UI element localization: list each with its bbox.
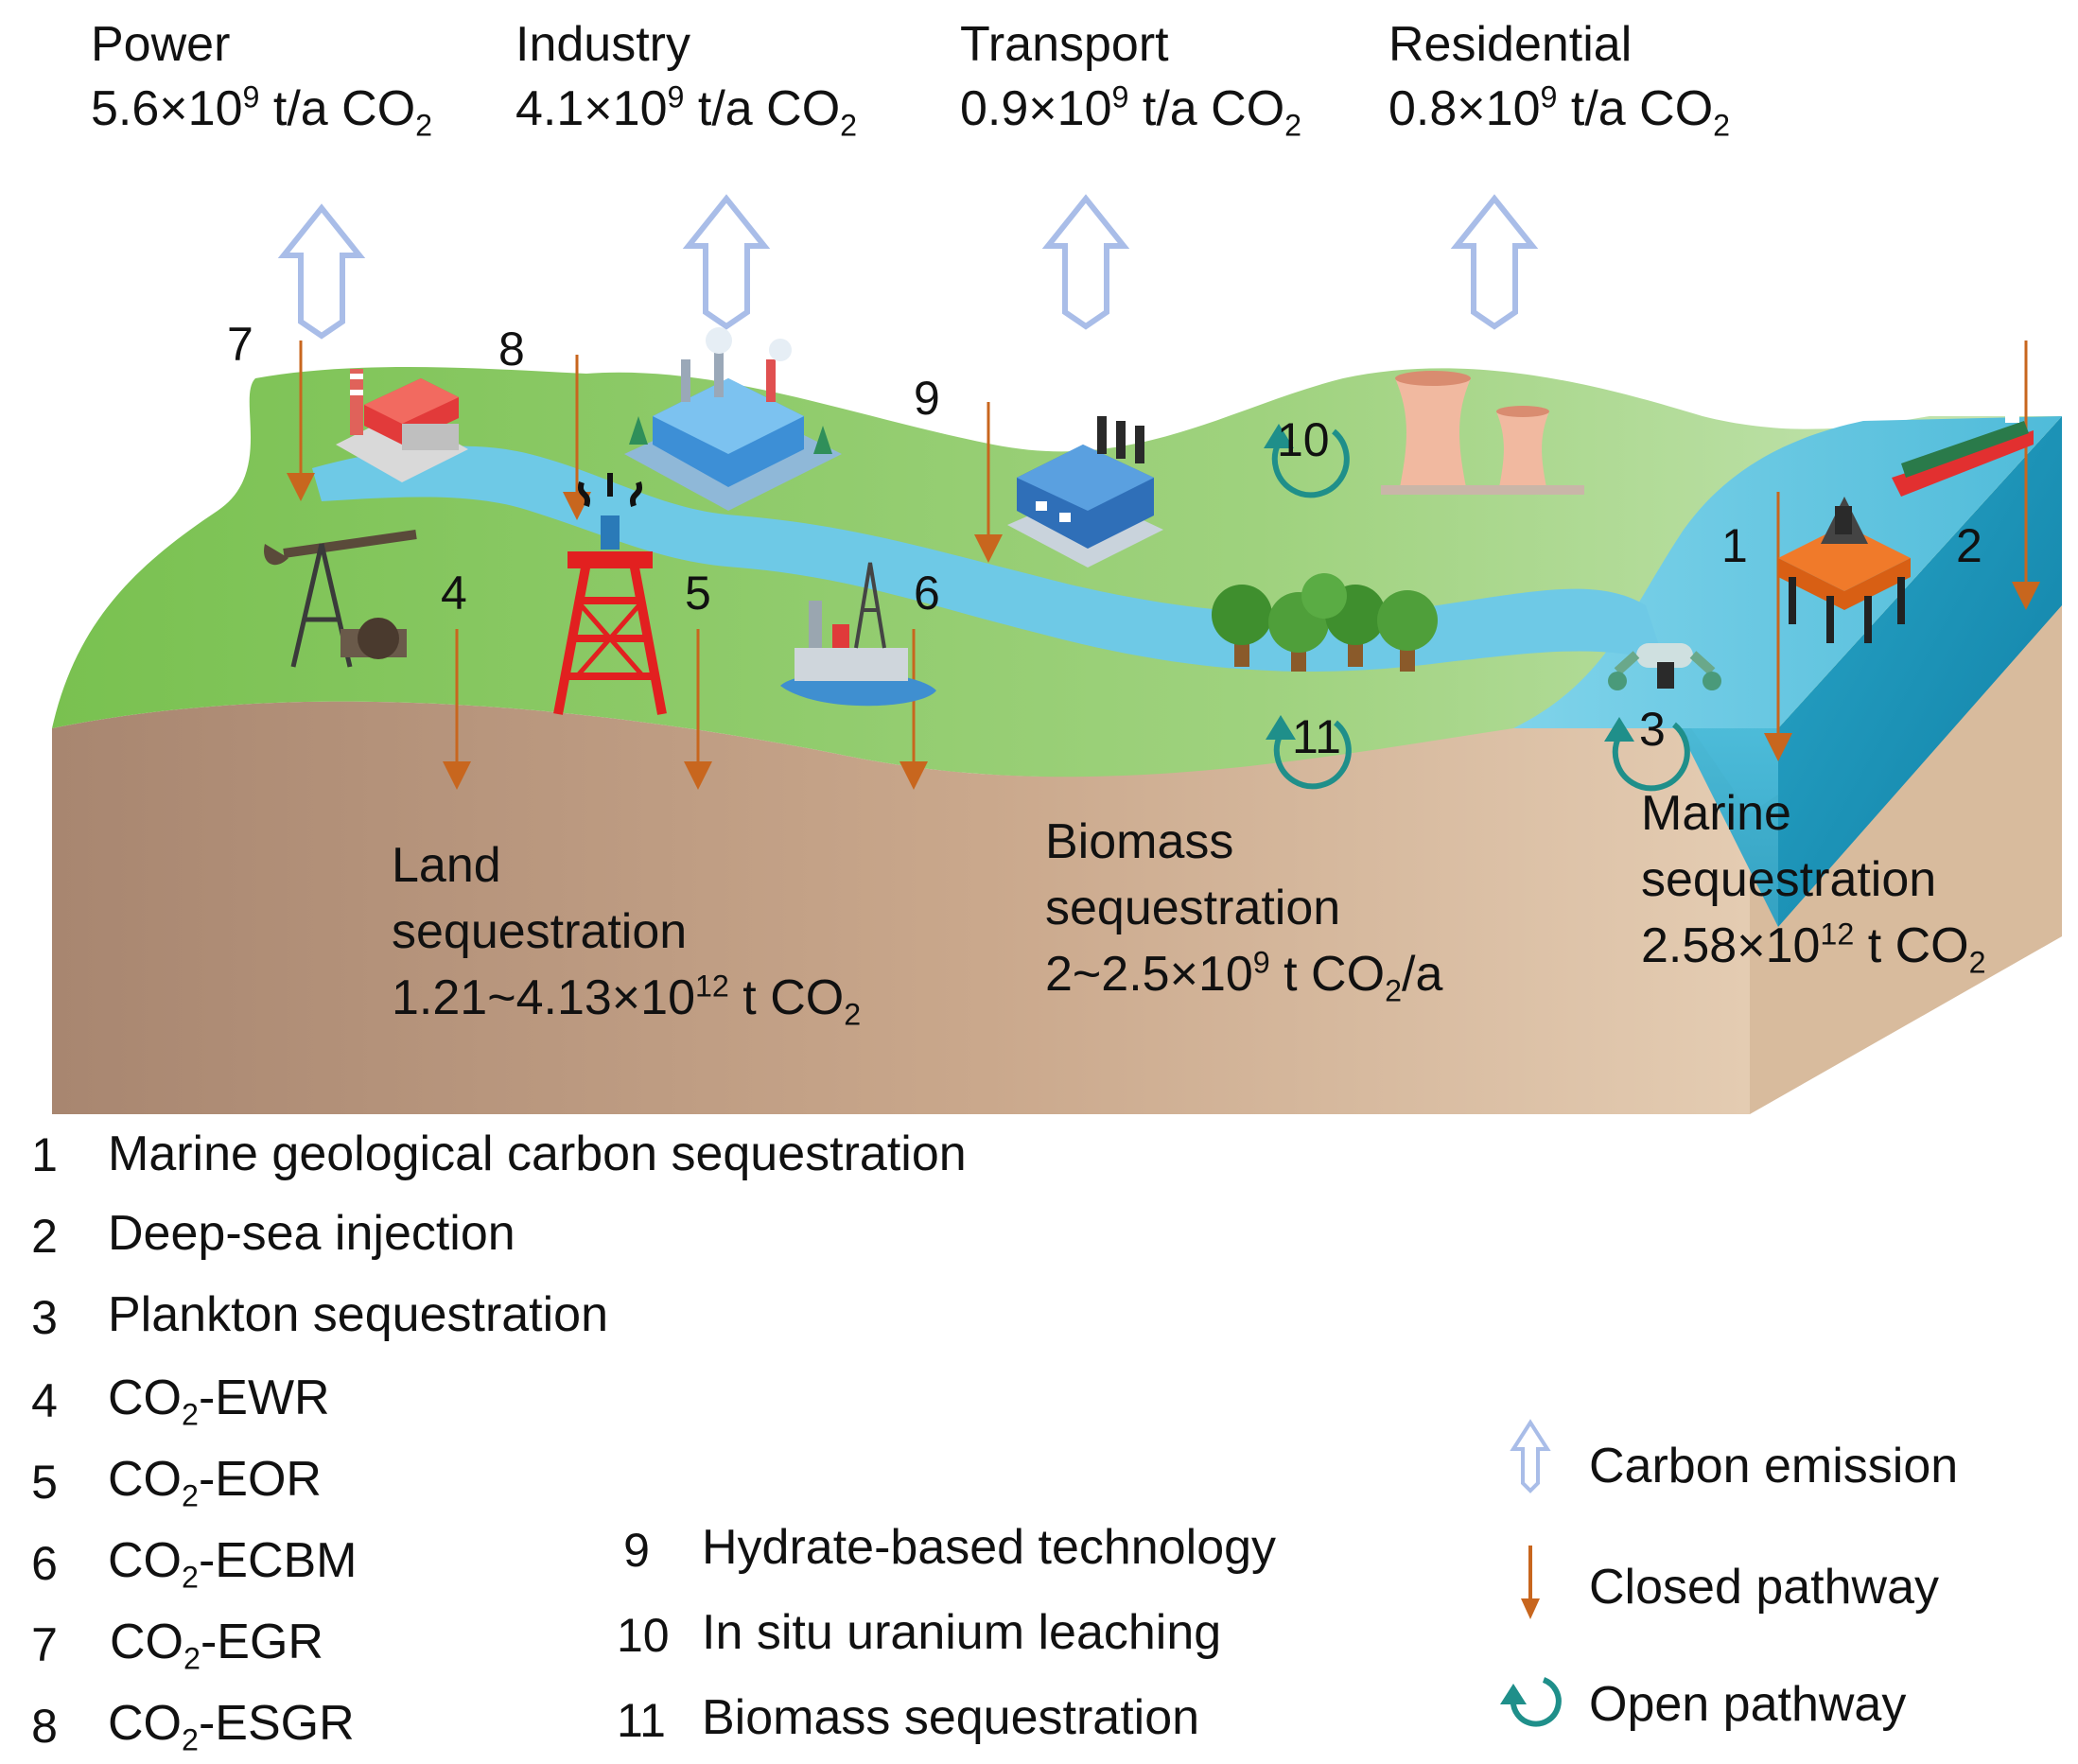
- sector-residential-value: 0.8×109 t/a CO2: [1388, 79, 1731, 143]
- legend-label: Biomass sequestration: [702, 1690, 1200, 1745]
- legend-number: 5: [31, 1456, 58, 1509]
- closed-key-icon: [1521, 1546, 1540, 1619]
- legend-label: In situ uranium leaching: [702, 1605, 1222, 1660]
- plankton-device-icon: [1608, 643, 1721, 690]
- sector-industry-name: Industry: [515, 17, 690, 72]
- legend-number: 3: [31, 1291, 58, 1344]
- pump-jack-icon: [264, 530, 417, 668]
- sector-transport-value: 0.9×109 t/a CO2: [960, 79, 1302, 143]
- legend-label: Plankton sequestration: [108, 1287, 609, 1342]
- legend-label: Hydrate-based technology: [702, 1520, 1277, 1575]
- legend-number: 7: [31, 1618, 58, 1671]
- coal-bed-rig-icon: [780, 562, 936, 707]
- diagram-number-11: 11: [1292, 710, 1341, 763]
- soil-block: [52, 662, 1750, 1114]
- diagram-number-2: 2: [1956, 519, 1982, 572]
- transport-building-icon: [1007, 416, 1163, 568]
- open-arrow-10: [1264, 424, 1350, 498]
- diagram-number-9: 9: [914, 372, 940, 425]
- legend-number: 1: [31, 1128, 58, 1181]
- sector-industry-value: 4.1×109 t/a CO2: [515, 79, 858, 143]
- diagram-number-3: 3: [1639, 703, 1666, 756]
- legend-number: 2: [31, 1210, 58, 1263]
- diagram-number-5: 5: [685, 567, 711, 620]
- emission-key-label: Carbon emission: [1589, 1439, 1959, 1493]
- diagram-number-6: 6: [914, 567, 940, 620]
- closed-key-label: Closed pathway: [1589, 1560, 1939, 1615]
- legend-number: 10: [617, 1609, 670, 1662]
- legend-number: 8: [31, 1700, 58, 1753]
- legend-label: CO2-EGR: [110, 1615, 323, 1676]
- open-arrow-11: [1266, 715, 1352, 790]
- legend-number: 6: [31, 1537, 58, 1590]
- diagram-number-4: 4: [441, 567, 467, 620]
- emission-arrow-residential: [1450, 194, 1539, 330]
- region-land-label: Land sequestration 1.21~4.13×1012 t CO2: [392, 838, 862, 1032]
- emission-key-icon: [1510, 1419, 1551, 1493]
- diagram-number-7: 7: [227, 318, 253, 371]
- power-plant-icon: [336, 369, 468, 482]
- emission-arrow-industry: [682, 194, 771, 330]
- factory-complex-icon: [624, 327, 842, 511]
- open-arrow-3: [1604, 717, 1690, 792]
- sector-power-name: Power: [91, 17, 231, 72]
- diagram-number-10: 10: [1277, 413, 1330, 466]
- region-biomass-label: Biomass sequestration 2~2.5×109 t CO2/a: [1045, 814, 1443, 1008]
- legend-number: 4: [31, 1374, 58, 1427]
- offshore-platform-icon: [1778, 497, 1911, 643]
- sector-residential-name: Residential: [1388, 17, 1633, 72]
- sector-power-value: 5.6×109 t/a CO2: [91, 79, 433, 143]
- trees-icon: [1212, 573, 1438, 672]
- sector-transport-name: Transport: [960, 17, 1169, 72]
- diagram-number-8: 8: [498, 323, 525, 376]
- legend-number: 11: [617, 1694, 666, 1747]
- legend-number: 9: [623, 1524, 650, 1577]
- emission-arrow-transport: [1041, 194, 1130, 330]
- region-marine-label: Marine sequestration 2.58×1012 t CO2: [1641, 786, 1986, 980]
- drilling-derrick-icon: [553, 473, 667, 715]
- legend-label: CO2-ESGR: [108, 1696, 355, 1757]
- ship-icon: [1892, 402, 2034, 497]
- diagram-number-1: 1: [1721, 519, 1748, 572]
- open-key-label: Open pathway: [1589, 1677, 1907, 1732]
- legend-label: CO2-EWR: [108, 1371, 330, 1432]
- emission-arrow-power: [277, 203, 366, 340]
- legend-label: CO2-EOR: [108, 1452, 322, 1513]
- legend-label: Marine geological carbon sequestration: [108, 1127, 967, 1181]
- cooling-tower-icon: [1381, 371, 1584, 495]
- sea-side: [1778, 416, 2062, 927]
- soil-side: [1750, 605, 2062, 1114]
- legend-label: CO2-ECBM: [108, 1533, 358, 1595]
- open-key-icon: [1500, 1677, 1562, 1727]
- legend-label: Deep-sea injection: [108, 1206, 515, 1261]
